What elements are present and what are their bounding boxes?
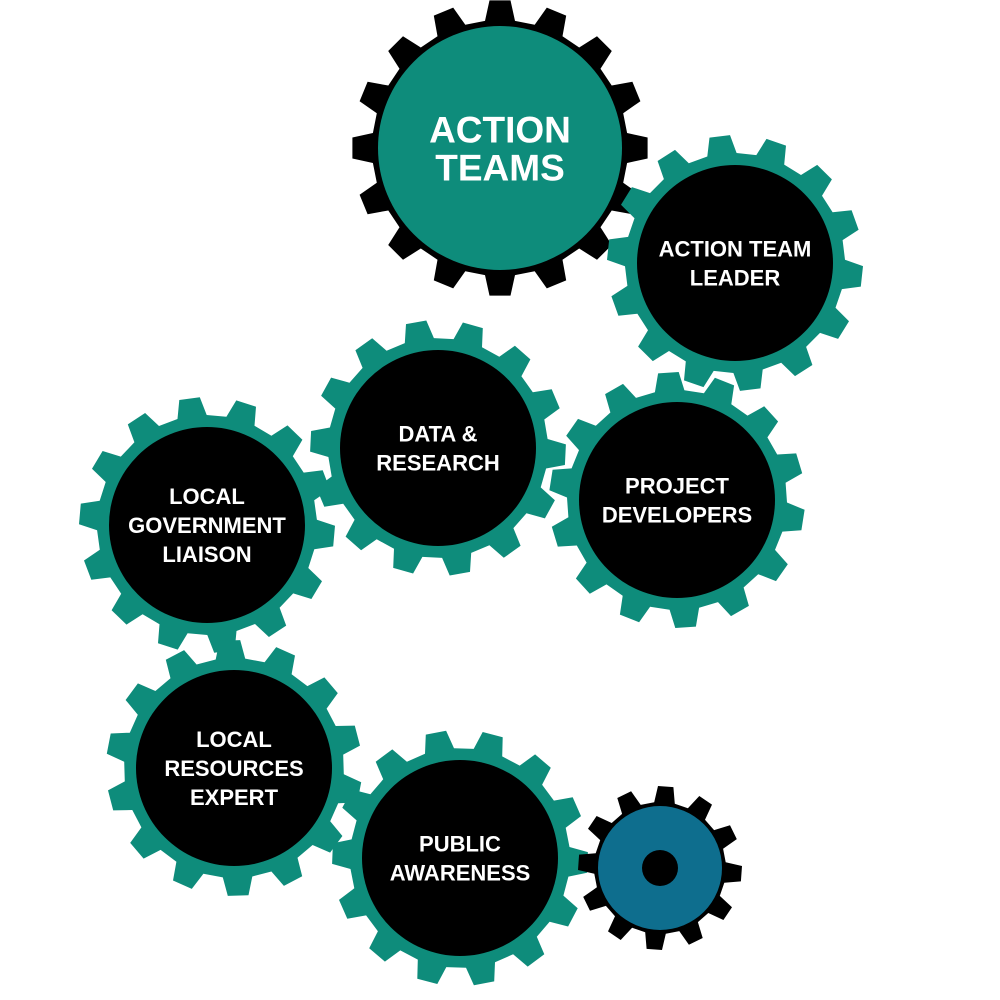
gear-small-blue: [578, 786, 742, 950]
gear-local-government-liaison: LOCAL GOVERNMENT LIAISON: [79, 397, 335, 653]
gear-disc-action-teams: [378, 26, 622, 270]
gear-disc-local-resources-expert: [136, 670, 332, 866]
gear-label-action-team-leader-line-2: LEADER: [690, 265, 781, 290]
gear-disc-local-government-liaison: [109, 427, 305, 623]
gear-label-public-awareness-line-2: AWARENESS: [390, 860, 531, 885]
gear-disc-action-team-leader: [637, 165, 833, 361]
gear-disc-project-developers: [579, 402, 775, 598]
gear-label-data-research-line-1: DATA &: [398, 421, 477, 446]
gear-disc-data-research: [340, 350, 536, 546]
gear-label-project-developers-line-2: DEVELOPERS: [602, 502, 752, 527]
gear-label-data-research-line-2: RESEARCH: [376, 450, 499, 475]
gear-local-resources-expert: LOCAL RESOURCES EXPERT: [106, 640, 362, 896]
gear-label-local-resources-expert-line-2: RESOURCES: [164, 756, 303, 781]
gear-label-public-awareness-line-1: PUBLIC: [419, 831, 501, 856]
gear-label-local-resources-expert-line-1: LOCAL: [196, 727, 272, 752]
gear-action-team-leader: ACTION TEAM LEADER: [607, 135, 863, 391]
gear-label-local-resources-expert-line-3: EXPERT: [190, 785, 279, 810]
gear-public-awareness: PUBLIC AWARENESS: [332, 730, 588, 986]
gear-small-blue-hub: [642, 850, 678, 886]
gear-label-local-government-liaison-line-3: LIAISON: [162, 542, 251, 567]
gear-label-local-government-liaison-line-2: GOVERNMENT: [128, 513, 286, 538]
gear-label-action-teams-line-1: ACTION: [429, 109, 571, 150]
gear-label-local-government-liaison-line-1: LOCAL: [169, 484, 245, 509]
gear-data-research: DATA & RESEARCH: [310, 320, 566, 576]
gear-label-action-team-leader-line-1: ACTION TEAM: [659, 236, 812, 261]
gear-label-action-teams-line-2: TEAMS: [435, 147, 565, 188]
gear-label-project-developers-line-1: PROJECT: [625, 473, 729, 498]
gear-disc-public-awareness: [362, 760, 558, 956]
gear-project-developers: PROJECT DEVELOPERS: [549, 372, 805, 628]
